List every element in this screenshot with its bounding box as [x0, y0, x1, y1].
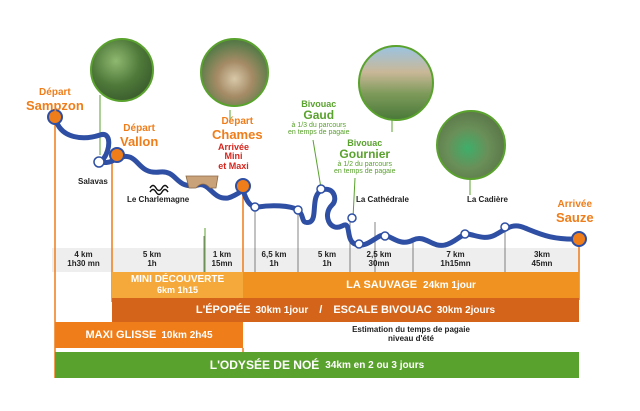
- label-cadiere: La Cadière: [467, 195, 508, 204]
- label-gaud: Bivouac Gaud à 1/3 du parcours en temps …: [288, 99, 350, 137]
- chames-dot: [235, 178, 251, 194]
- sampzon-dot: [47, 109, 63, 125]
- label-gournier: Bivouac Gournier à 1/2 du parcours en te…: [334, 138, 396, 176]
- vallon-dot: [109, 147, 125, 163]
- estimation-note: Estimation du temps de pagaie niveau d'é…: [243, 322, 579, 348]
- bar-maxi-glisse: MAXI GLISSE 10km 2h45: [55, 322, 243, 348]
- bar-la-sauvage: LA SAUVAGE 24km 1jour: [243, 272, 579, 298]
- arch-photo: [200, 38, 269, 107]
- bar-mini-decouverte: MINI DÉCOUVERTE 6km 1h15: [112, 272, 243, 298]
- label-vallon: Départ Vallon: [120, 123, 159, 149]
- salavas-dot: [93, 156, 105, 168]
- bridge-icon: [185, 175, 219, 189]
- label-charlemagne: Le Charlemagne: [127, 195, 190, 204]
- sauze-dot: [571, 231, 587, 247]
- cliff-photo: [358, 45, 434, 121]
- label-cathedrale: La Cathédrale: [356, 195, 409, 204]
- rapids-icon: [149, 184, 169, 196]
- label-sauze: Arrivée Sauze: [556, 199, 594, 225]
- label-chames: Départ Chames: [212, 116, 263, 142]
- label-salavas: Salavas: [78, 177, 108, 186]
- bar-epopee-escale: L'ÉPOPÉE 30km 1jour / ESCALE BIVOUAC 30k…: [112, 298, 579, 322]
- bar-odyssee-de-noe: L'ODYSÉE DE NOÉ 34km en 2 ou 3 jours: [55, 352, 579, 378]
- label-arrivee-mini-maxi: Arrivée Mini et Maxi: [218, 142, 250, 171]
- label-sampzon: Départ Sampzon: [26, 87, 84, 113]
- forest-photo: [90, 38, 154, 102]
- kayak-photo: [436, 110, 506, 180]
- segments-band: [52, 248, 580, 272]
- river-path: [52, 114, 582, 248]
